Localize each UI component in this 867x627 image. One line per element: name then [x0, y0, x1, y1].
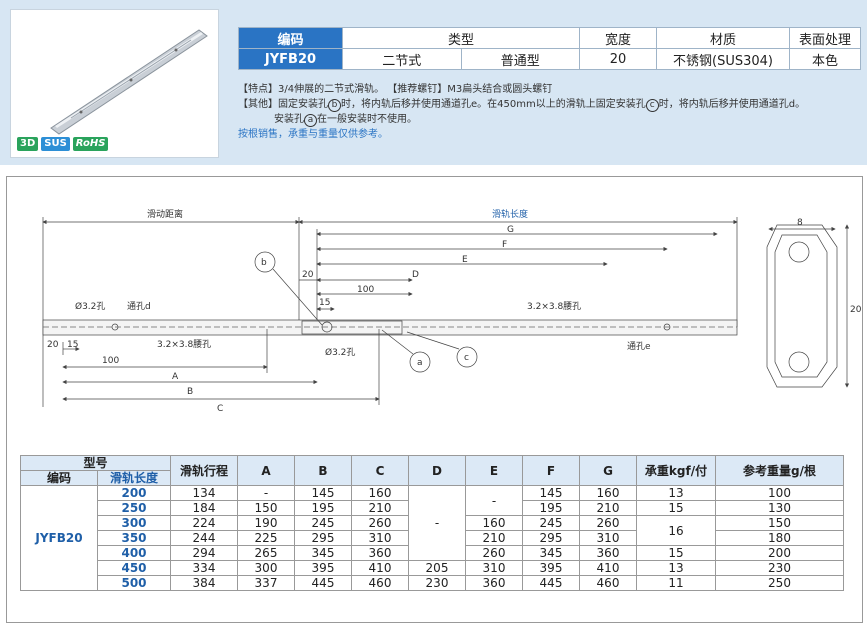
- table-row: 500 384 337 445 460 230 360 445 460 11 2…: [21, 575, 844, 591]
- th-stroke: 滑轨行程: [170, 455, 238, 486]
- th-len: 滑轨长度: [97, 470, 171, 486]
- cell-load-merged: 16: [636, 515, 716, 546]
- label-slot2: 3.2×3.8腰孔: [527, 301, 581, 312]
- label-b: b: [261, 258, 267, 268]
- table-row: 350 244 225 295 310 210 295 310 180: [21, 530, 844, 546]
- badge-3d: 3D: [17, 137, 39, 151]
- th-D: D: [408, 455, 466, 486]
- spec-material: 不锈钢(SUS304): [656, 48, 790, 70]
- label-F: F: [502, 240, 507, 250]
- label-c: c: [464, 353, 469, 363]
- slide-rail-image: [50, 29, 208, 135]
- table-row: 250 184 150 195 210 195 210 15 130: [21, 500, 844, 516]
- label-dim100: 100: [357, 285, 374, 295]
- cell-D-dash: -: [408, 485, 466, 561]
- spec-header-width: 宽度: [579, 27, 657, 49]
- table-row: 300 224 190 245 260 160 245 260 16 150: [21, 515, 844, 546]
- label-dim20: 20: [302, 270, 314, 280]
- table-row: JYFB20 200 134 - 145 160 - - 145 160 13 …: [20, 485, 844, 591]
- label-dim15: 15: [319, 298, 330, 308]
- cell-E-dash: -: [465, 485, 523, 516]
- th-C: C: [351, 455, 409, 486]
- label-slot1: 3.2×3.8腰孔: [157, 339, 211, 350]
- label-through-e: 通孔e: [627, 341, 651, 352]
- table-row: 450 334 300 395 410 205 310 395 410 13 2…: [21, 560, 844, 576]
- label-C: C: [217, 404, 223, 414]
- label-slide-distance: 滑动距离: [147, 208, 183, 220]
- label-width8: 8: [797, 218, 803, 228]
- technical-drawing: 滑动距离 滑轨长度 G F E D 20 100 15 Ø3.2孔 通孔d 3.…: [42, 208, 862, 414]
- th-model: 型号: [20, 455, 171, 471]
- th-E: E: [465, 455, 523, 486]
- th-B: B: [294, 455, 352, 486]
- spec-code: JYFB20: [238, 48, 343, 70]
- spec-type1: 二节式: [342, 48, 462, 70]
- label-A: A: [172, 372, 179, 382]
- th-G: G: [579, 455, 637, 486]
- label-D: D: [412, 270, 419, 280]
- label-through-d: 通孔d: [127, 301, 151, 312]
- label-a: a: [417, 358, 423, 368]
- circle-c-icon: c: [645, 99, 659, 112]
- spec-width: 20: [579, 48, 657, 70]
- circle-a-icon: a: [304, 114, 317, 127]
- spec-header-code: 编码: [238, 27, 343, 49]
- th-F: F: [522, 455, 580, 486]
- label-G: G: [507, 225, 514, 235]
- spec-table: 编码 类型 宽度 材质 表面处理 JYFB20 二节式 普通型 20 不锈钢(S…: [238, 27, 861, 70]
- dimension-table: 型号 滑轨行程 A B C D E F G 承重kgf/付 参考重量g/根 编码…: [20, 455, 844, 591]
- label-height20: 20: [850, 305, 862, 315]
- label-hole32b: Ø3.2孔: [325, 347, 355, 358]
- product-photo: 3D SUS RoHS: [10, 9, 219, 158]
- th-A: A: [237, 455, 295, 486]
- note-sales: 按根销售，承重与重量仅供参考。: [238, 129, 388, 140]
- spec-type2: 普通型: [460, 48, 580, 70]
- th-weight: 参考重量g/根: [715, 455, 844, 486]
- table-row: 400 294 265 345 360 260 345 360 15 200: [21, 545, 844, 561]
- label-left15: 15: [67, 340, 78, 350]
- th-load: 承重kgf/付: [636, 455, 716, 486]
- label-left100: 100: [102, 356, 119, 366]
- spec-surface: 本色: [789, 48, 861, 70]
- notes: 【特点】3/4伸展的二节式滑轨。 【推荐螺钉】M3扁头结合或圆头螺钉 【其他】固…: [238, 82, 863, 142]
- label-hole32: Ø3.2孔: [75, 301, 105, 312]
- badge-sus: SUS: [41, 137, 70, 151]
- spec-header-surface: 表面处理: [789, 27, 861, 49]
- spec-header-type: 类型: [342, 27, 580, 49]
- label-E: E: [462, 255, 468, 265]
- note-features: 【特点】3/4伸展的二节式滑轨。 【推荐螺钉】M3扁头结合或圆头螺钉: [238, 84, 553, 95]
- circle-b-icon: b: [328, 99, 341, 112]
- label-left20: 20: [47, 340, 59, 350]
- th-code: 编码: [20, 470, 98, 486]
- row-code: JYFB20: [20, 485, 98, 591]
- label-B: B: [187, 387, 193, 397]
- spec-header-material: 材质: [656, 27, 790, 49]
- label-rail-length: 滑轨长度: [492, 208, 528, 220]
- badge-rohs: RoHS: [72, 137, 109, 151]
